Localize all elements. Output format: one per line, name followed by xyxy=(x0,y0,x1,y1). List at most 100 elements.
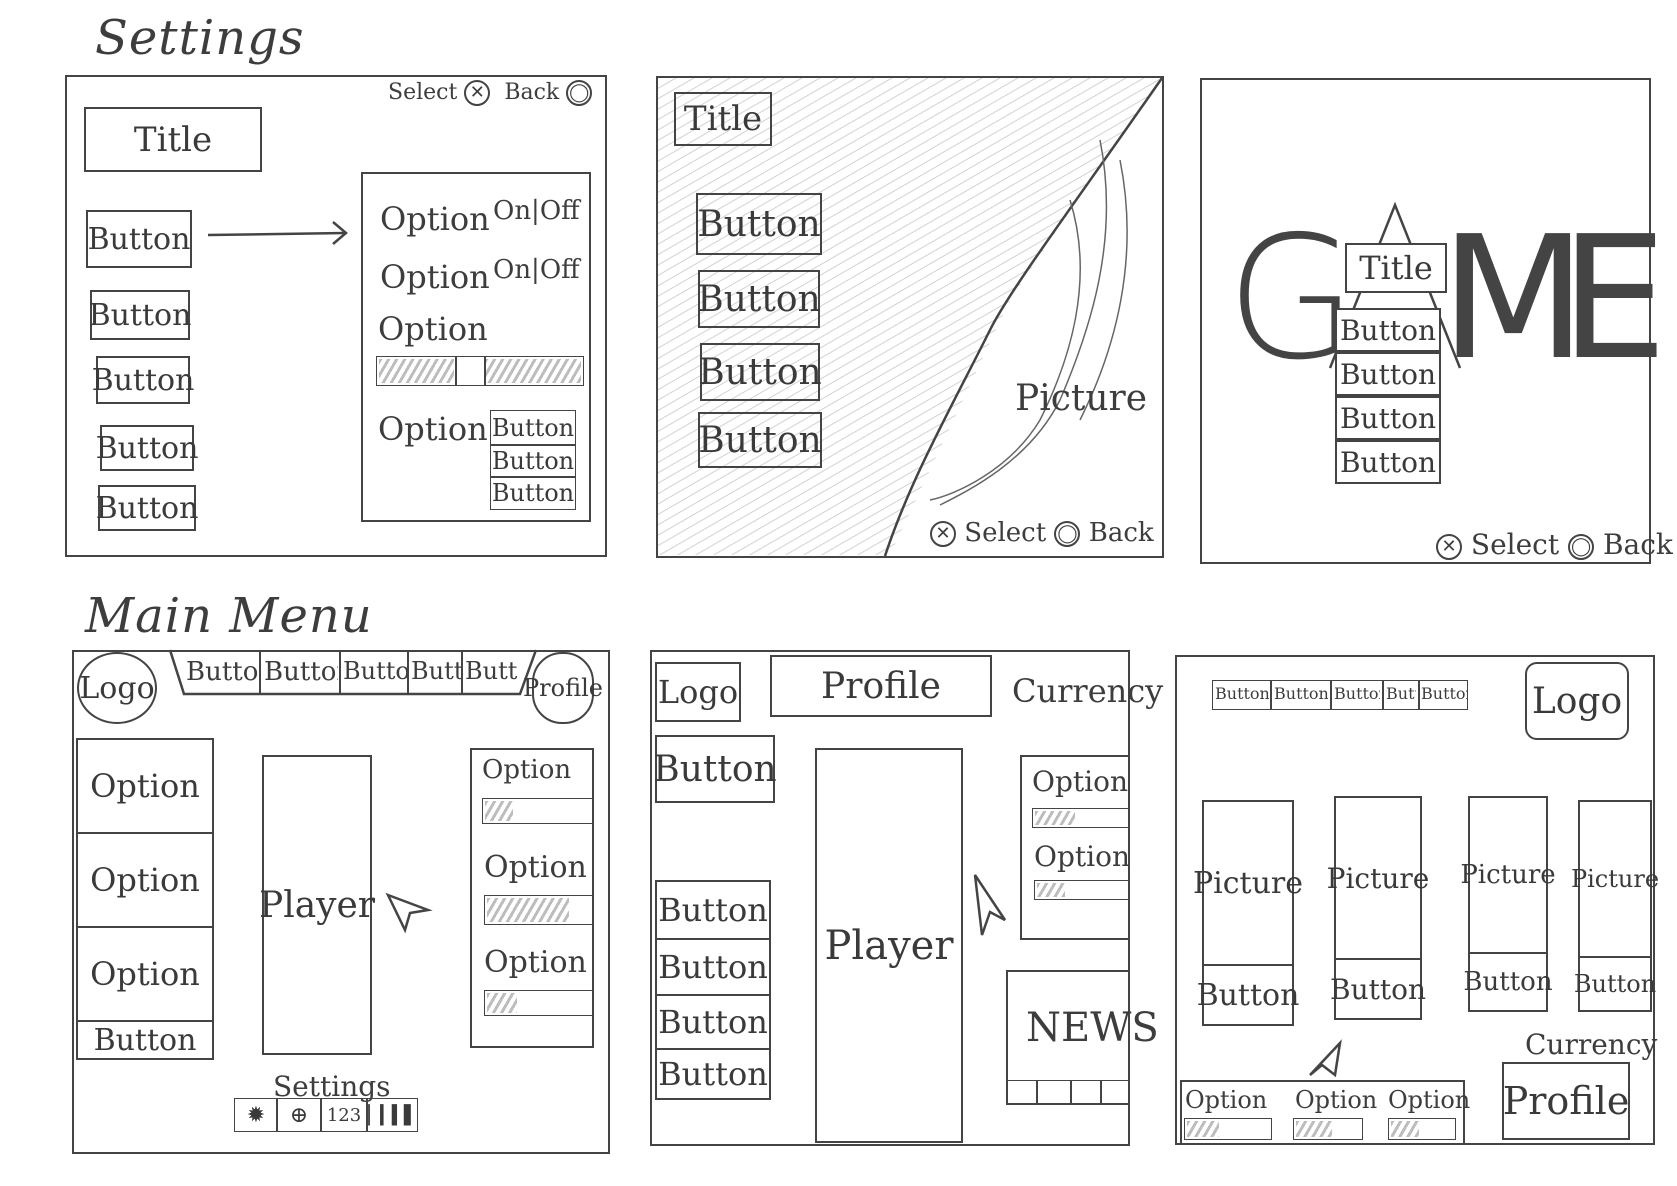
hint-select-label: Select xyxy=(1470,528,1560,561)
panel6-slider-1[interactable] xyxy=(1184,1118,1272,1140)
panel5-button-4[interactable]: Button xyxy=(655,1048,771,1100)
hint-select-label: Select xyxy=(964,518,1047,548)
option-label-2: Option xyxy=(380,258,490,296)
panel1-button-2[interactable]: Button xyxy=(89,290,191,340)
panel2-button-1[interactable]: Button xyxy=(696,193,822,255)
panel5-slider-2[interactable] xyxy=(1034,880,1130,900)
slider-fill xyxy=(1037,883,1065,897)
controller-hint-2: ✕ Select ◯ Back xyxy=(930,518,1154,548)
panel4-tab-2[interactable]: Button xyxy=(264,657,338,687)
x-button-icon: ✕ xyxy=(1436,533,1462,560)
panel2-picture-label: Picture xyxy=(1015,378,1148,419)
panel5-slider-1[interactable] xyxy=(1032,808,1130,828)
panel4-left-option-2[interactable]: Option xyxy=(76,832,214,928)
panel4-right-option-3: Option xyxy=(484,945,587,980)
tab-divider xyxy=(1330,680,1332,710)
panel6-picture-4[interactable]: Picture xyxy=(1571,800,1659,958)
panel5-news-pager[interactable] xyxy=(1006,1080,1130,1104)
panel4-slider-1[interactable] xyxy=(482,798,594,824)
panel6-slider-3[interactable] xyxy=(1388,1118,1456,1140)
panel3-button-4[interactable]: Button xyxy=(1335,440,1441,484)
panel4-tab-3[interactable]: Button xyxy=(343,657,407,685)
option-slider[interactable] xyxy=(376,356,584,386)
option-label-1: Option xyxy=(380,200,490,238)
panel6-picture-1[interactable]: Picture xyxy=(1193,800,1303,966)
pager-divider xyxy=(1070,1080,1072,1104)
settings-panel-3 xyxy=(1200,78,1651,564)
panel6-tab-3[interactable]: Button xyxy=(1334,684,1380,703)
panel4-tab-5[interactable]: Butto xyxy=(465,657,517,685)
panel5-player: Player xyxy=(815,748,963,1143)
panel1-button-1[interactable]: Button xyxy=(86,210,192,268)
slider-divider xyxy=(484,356,486,386)
globe-icon[interactable]: ⊕ xyxy=(289,1102,309,1128)
numbers-icon[interactable]: 123 xyxy=(326,1104,362,1126)
hint-select-label: Select xyxy=(388,80,458,105)
panel6-slider-2[interactable] xyxy=(1293,1118,1363,1140)
slider-fill xyxy=(379,359,454,383)
slider-fill xyxy=(1296,1121,1332,1137)
panel4-profile[interactable]: Profile xyxy=(523,652,603,724)
panel1-title: Title xyxy=(84,107,262,172)
panel1-button-3[interactable]: Button xyxy=(92,356,194,404)
panel6-tab-4[interactable]: Butt xyxy=(1386,684,1416,703)
panel6-currency: Currency xyxy=(1525,1028,1658,1061)
panel5-button-1[interactable]: Button xyxy=(655,880,771,940)
panel4-left-option-3[interactable]: Option xyxy=(76,926,214,1022)
settings-panel-1 xyxy=(65,75,607,557)
panel2-button-2[interactable]: Button xyxy=(697,270,821,328)
panel6-tab-2[interactable]: Button xyxy=(1274,684,1328,703)
hint-back-label: Back xyxy=(504,80,560,105)
option-toggle-2[interactable]: On|Off xyxy=(493,255,580,285)
panel6-option-2: Option xyxy=(1295,1086,1378,1114)
panel4-tab-4[interactable]: Butto xyxy=(411,657,461,685)
panel3-button-2[interactable]: Button xyxy=(1335,352,1441,396)
panel6-picture-button-1[interactable]: Button xyxy=(1197,964,1299,1026)
panel3-title: Title xyxy=(1345,243,1447,293)
panel5-options-panel xyxy=(1020,755,1130,940)
x-button-icon: ✕ xyxy=(930,521,956,547)
panel6-picture-button-3[interactable]: Button xyxy=(1463,952,1553,1012)
panel4-left-button[interactable]: Button xyxy=(76,1020,214,1060)
panel6-option-3: Option xyxy=(1388,1086,1471,1114)
panel4-right-option-2: Option xyxy=(484,850,587,885)
circle-button-icon: ◯ xyxy=(1568,533,1595,560)
panel2-button-3[interactable]: Button xyxy=(698,343,822,401)
hint-back-label: Back xyxy=(1088,518,1154,548)
panel6-option-1: Option xyxy=(1185,1086,1268,1114)
bars-icon[interactable]: ▏▎▍▌ xyxy=(368,1104,417,1126)
slider-fill xyxy=(1391,1121,1419,1137)
option-toggle-1[interactable]: On|Off xyxy=(493,196,580,226)
slider-fill xyxy=(1035,811,1075,825)
panel6-picture-2[interactable]: Picture xyxy=(1327,796,1429,960)
panel2-button-4[interactable]: Button xyxy=(698,412,822,468)
panel5-news-box[interactable] xyxy=(1006,970,1130,1105)
panel5-news: NEWS xyxy=(1026,1005,1159,1051)
game-letter-m: M xyxy=(1440,200,1587,398)
panel6-tab-1[interactable]: Button xyxy=(1215,684,1269,703)
circle-button-icon: ◯ xyxy=(1054,521,1081,547)
panel5-button-2[interactable]: Button xyxy=(655,938,771,996)
panel6-picture-3[interactable]: Picture xyxy=(1460,796,1556,954)
panel3-button-3[interactable]: Button xyxy=(1335,396,1441,440)
panel6-tab-5[interactable]: Button xyxy=(1421,684,1467,703)
main-menu-section-title: Main Menu xyxy=(85,588,373,644)
panel2-title: Title xyxy=(674,92,772,146)
panel5-profile[interactable]: Profile xyxy=(770,655,992,717)
sun-icon[interactable]: ✹ xyxy=(246,1102,266,1128)
panel5-top-button[interactable]: Button xyxy=(653,735,777,803)
panel6-picture-button-4[interactable]: Button xyxy=(1574,956,1656,1012)
panel4-slider-3[interactable] xyxy=(484,990,594,1016)
panel6-picture-button-2[interactable]: Button xyxy=(1330,958,1426,1020)
panel1-button-4[interactable]: Button xyxy=(96,425,198,471)
option-sub-button-3[interactable]: Button xyxy=(490,476,576,510)
panel4-slider-2[interactable] xyxy=(484,895,594,925)
option-sub-button-2[interactable]: Button xyxy=(490,444,576,478)
panel4-tab-1[interactable]: Button xyxy=(186,657,258,687)
panel1-button-5[interactable]: Button xyxy=(96,485,198,531)
panel3-button-1[interactable]: Button xyxy=(1335,308,1441,352)
option-sub-button-1[interactable]: Button xyxy=(490,410,576,446)
panel6-profile[interactable]: Profile xyxy=(1502,1062,1630,1140)
panel6-tab-bar xyxy=(1212,680,1468,710)
